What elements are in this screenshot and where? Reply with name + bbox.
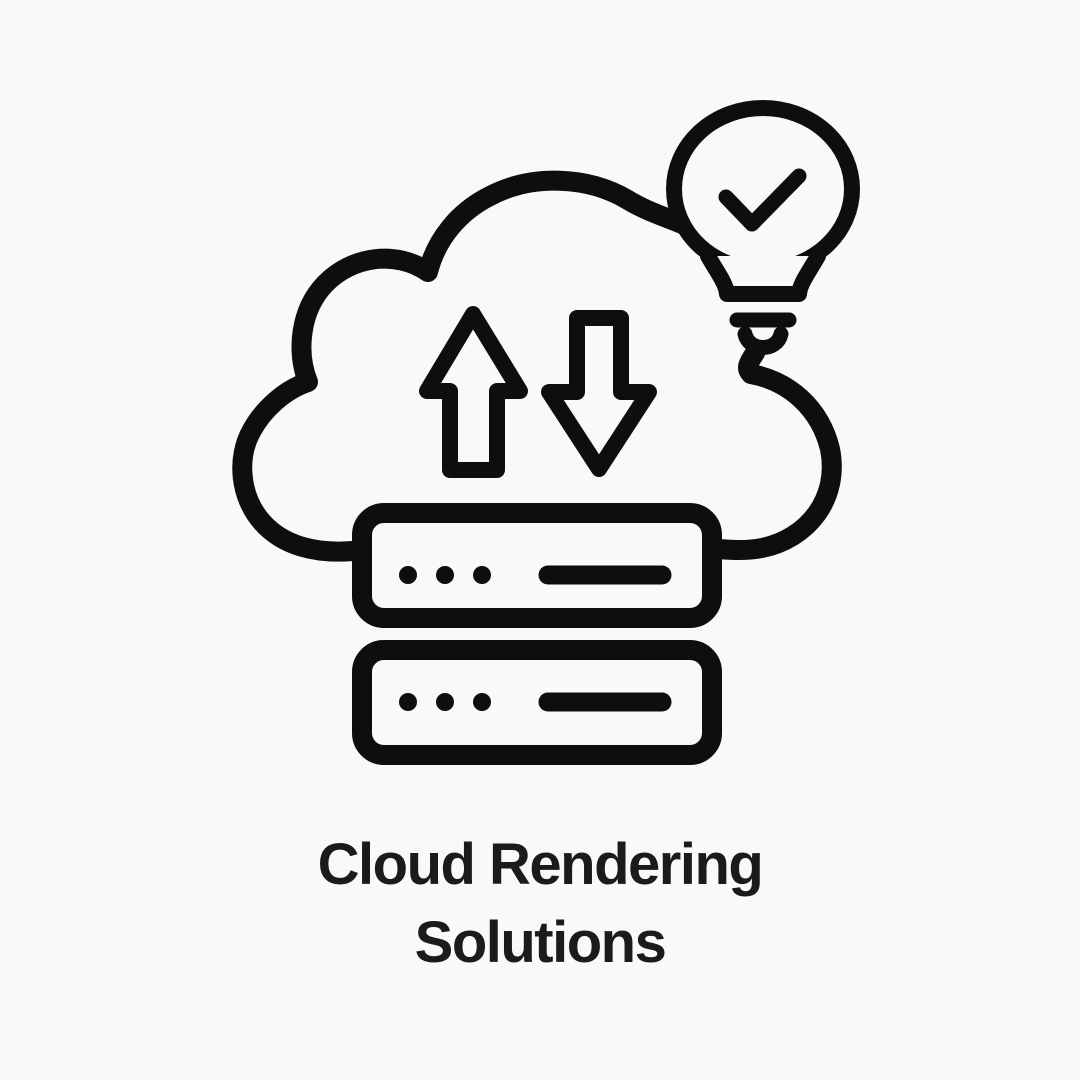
cloud-icon [232,170,842,562]
caption-line-2: Solutions [414,910,667,975]
lightbulb-check-icon [666,100,860,355]
caption-line-1: Cloud Rendering [317,832,764,897]
server-stack-icon [352,503,722,765]
server-row-2-leds [399,692,672,712]
download-arrow-icon [541,310,657,477]
upload-arrow-icon [419,306,528,478]
checkmark-icon [718,168,807,232]
server-row-1-leds [399,565,672,585]
caption: Cloud Rendering Solutions [0,826,1080,982]
